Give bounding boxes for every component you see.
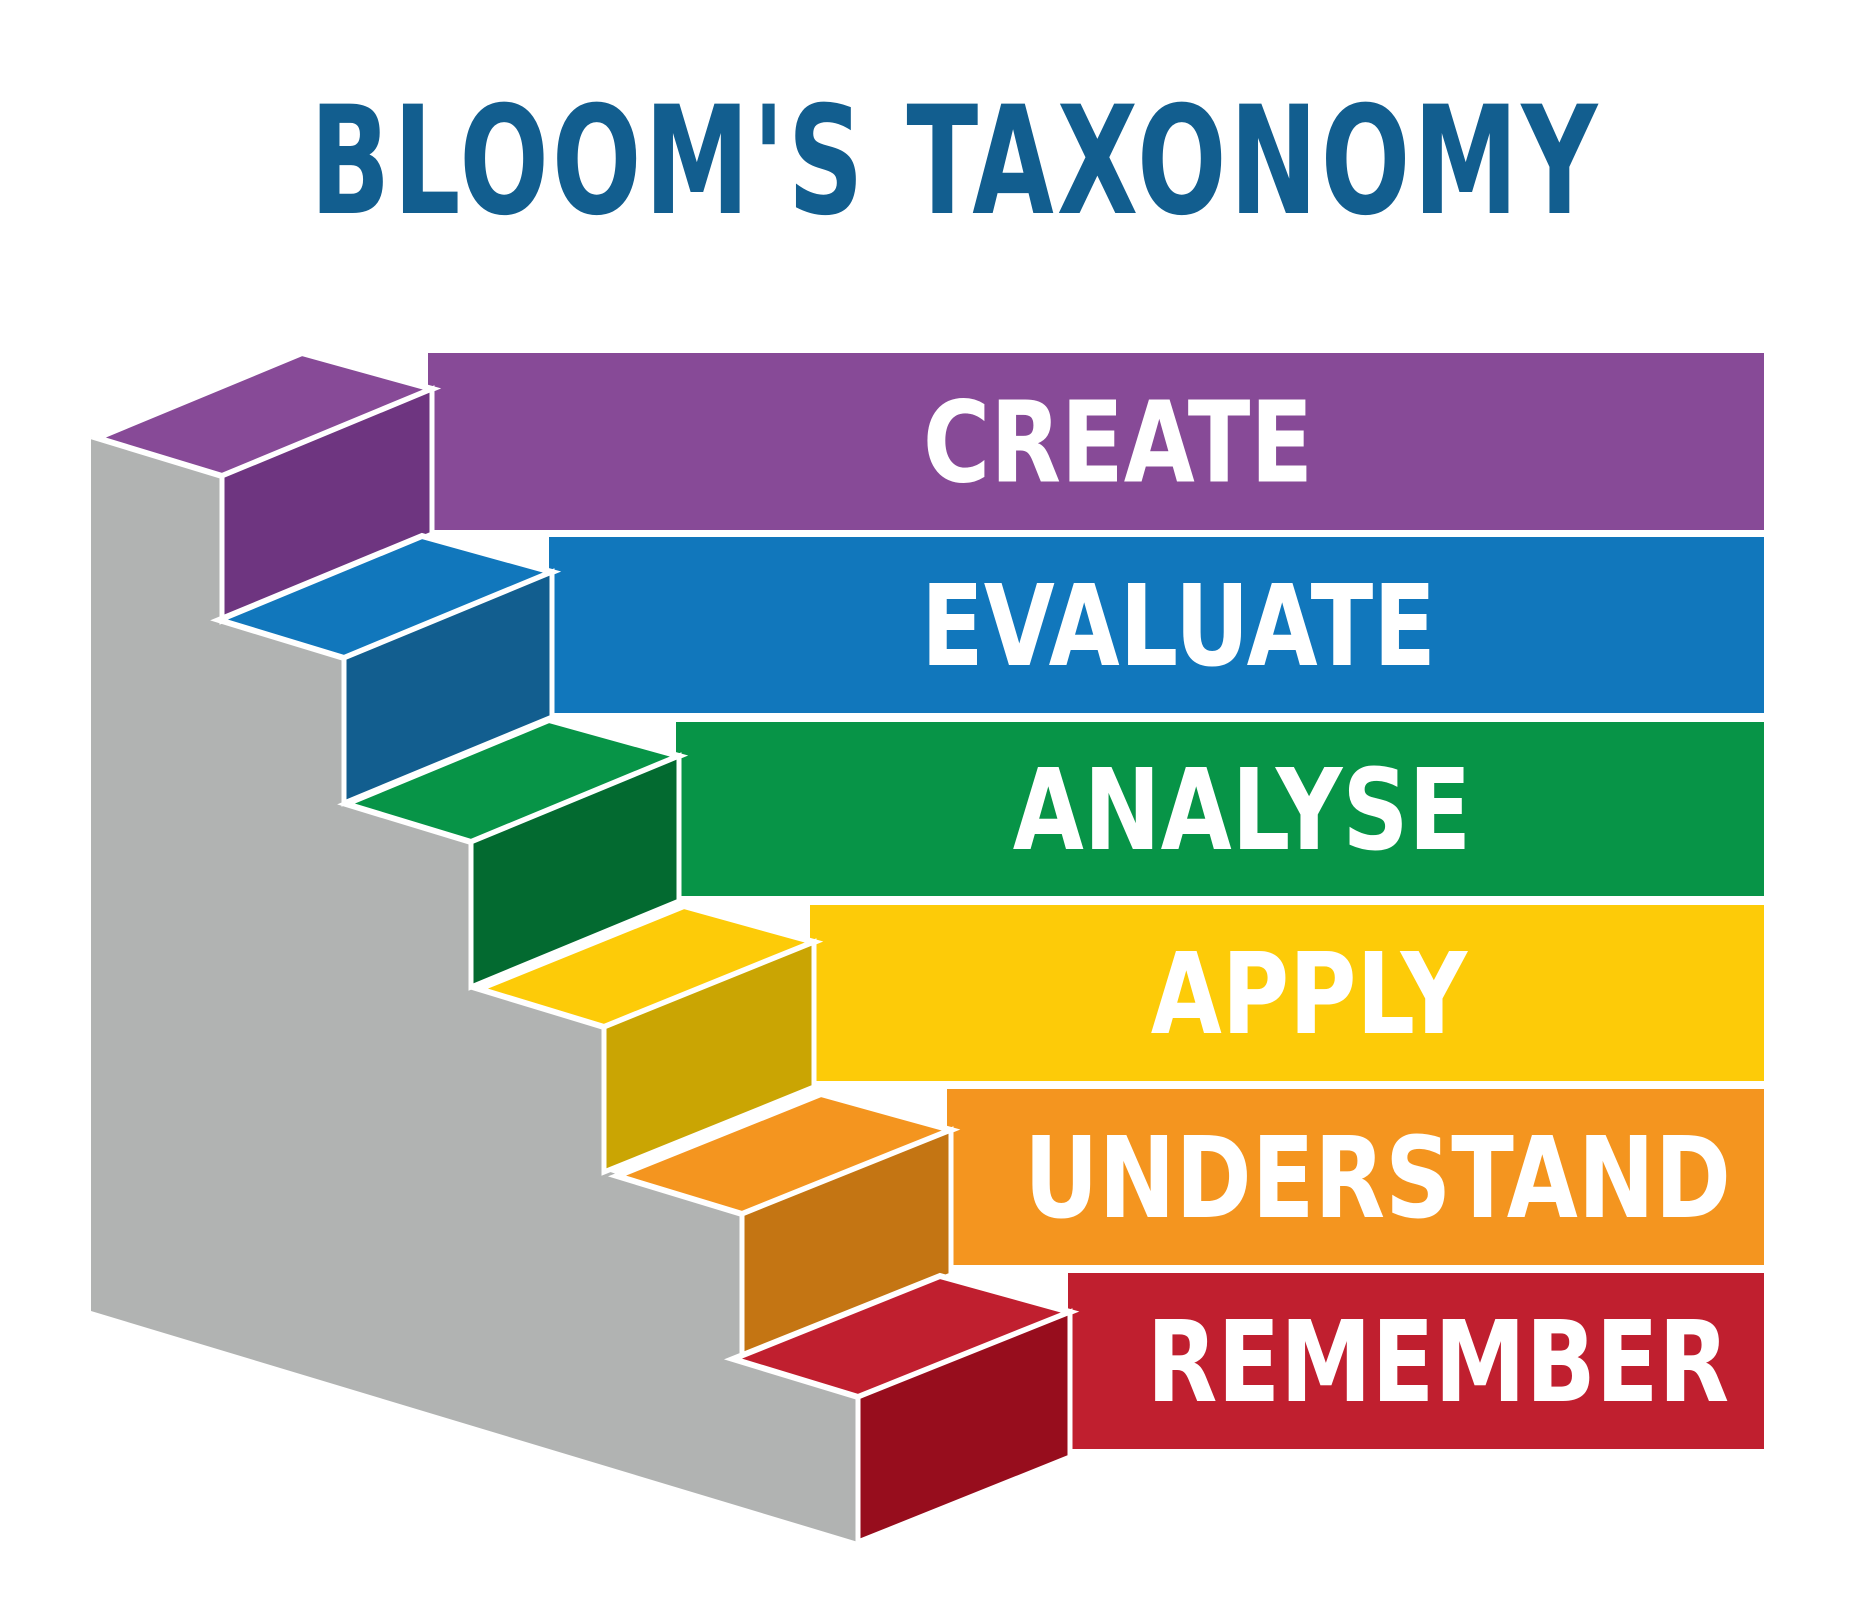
step-analyse	[337, 716, 689, 991]
page-title: BLOOM'S TAXONOMY	[310, 75, 1601, 249]
step-front-face	[219, 385, 435, 625]
step-front-face	[341, 568, 555, 807]
band-analyse: ANALYSE	[676, 722, 1764, 896]
step-remember	[723, 1272, 1080, 1546]
level-label-analyse: ANALYSE	[1013, 746, 1472, 876]
step-understand	[607, 1090, 961, 1363]
band-evaluate: EVALUATE	[549, 537, 1764, 713]
step-front-face	[601, 938, 817, 1176]
step-front-face	[468, 752, 682, 991]
level-label-evaluate: EVALUATE	[921, 562, 1436, 692]
level-label-understand: UNDERSTAND	[1024, 1114, 1731, 1244]
band-create: CREATE	[428, 353, 1764, 530]
band-understand: UNDERSTAND	[947, 1089, 1764, 1265]
level-bands: CREATE EVALUATE ANALYSE APPLY UNDERSTAND REME…	[428, 353, 1764, 1449]
band-apply: APPLY	[810, 905, 1764, 1081]
step-evaluate	[210, 532, 562, 807]
stair-steps	[88, 349, 1080, 1546]
level-label-apply: APPLY	[1151, 930, 1469, 1060]
level-label-create: CREATE	[923, 379, 1313, 509]
step-front-face	[855, 1308, 1073, 1546]
step-apply	[470, 902, 824, 1176]
level-label-remember: REMEMBER	[1147, 1298, 1729, 1428]
step-create	[88, 349, 442, 625]
step-front-face	[739, 1126, 954, 1363]
band-remember: REMEMBER	[1068, 1273, 1764, 1449]
